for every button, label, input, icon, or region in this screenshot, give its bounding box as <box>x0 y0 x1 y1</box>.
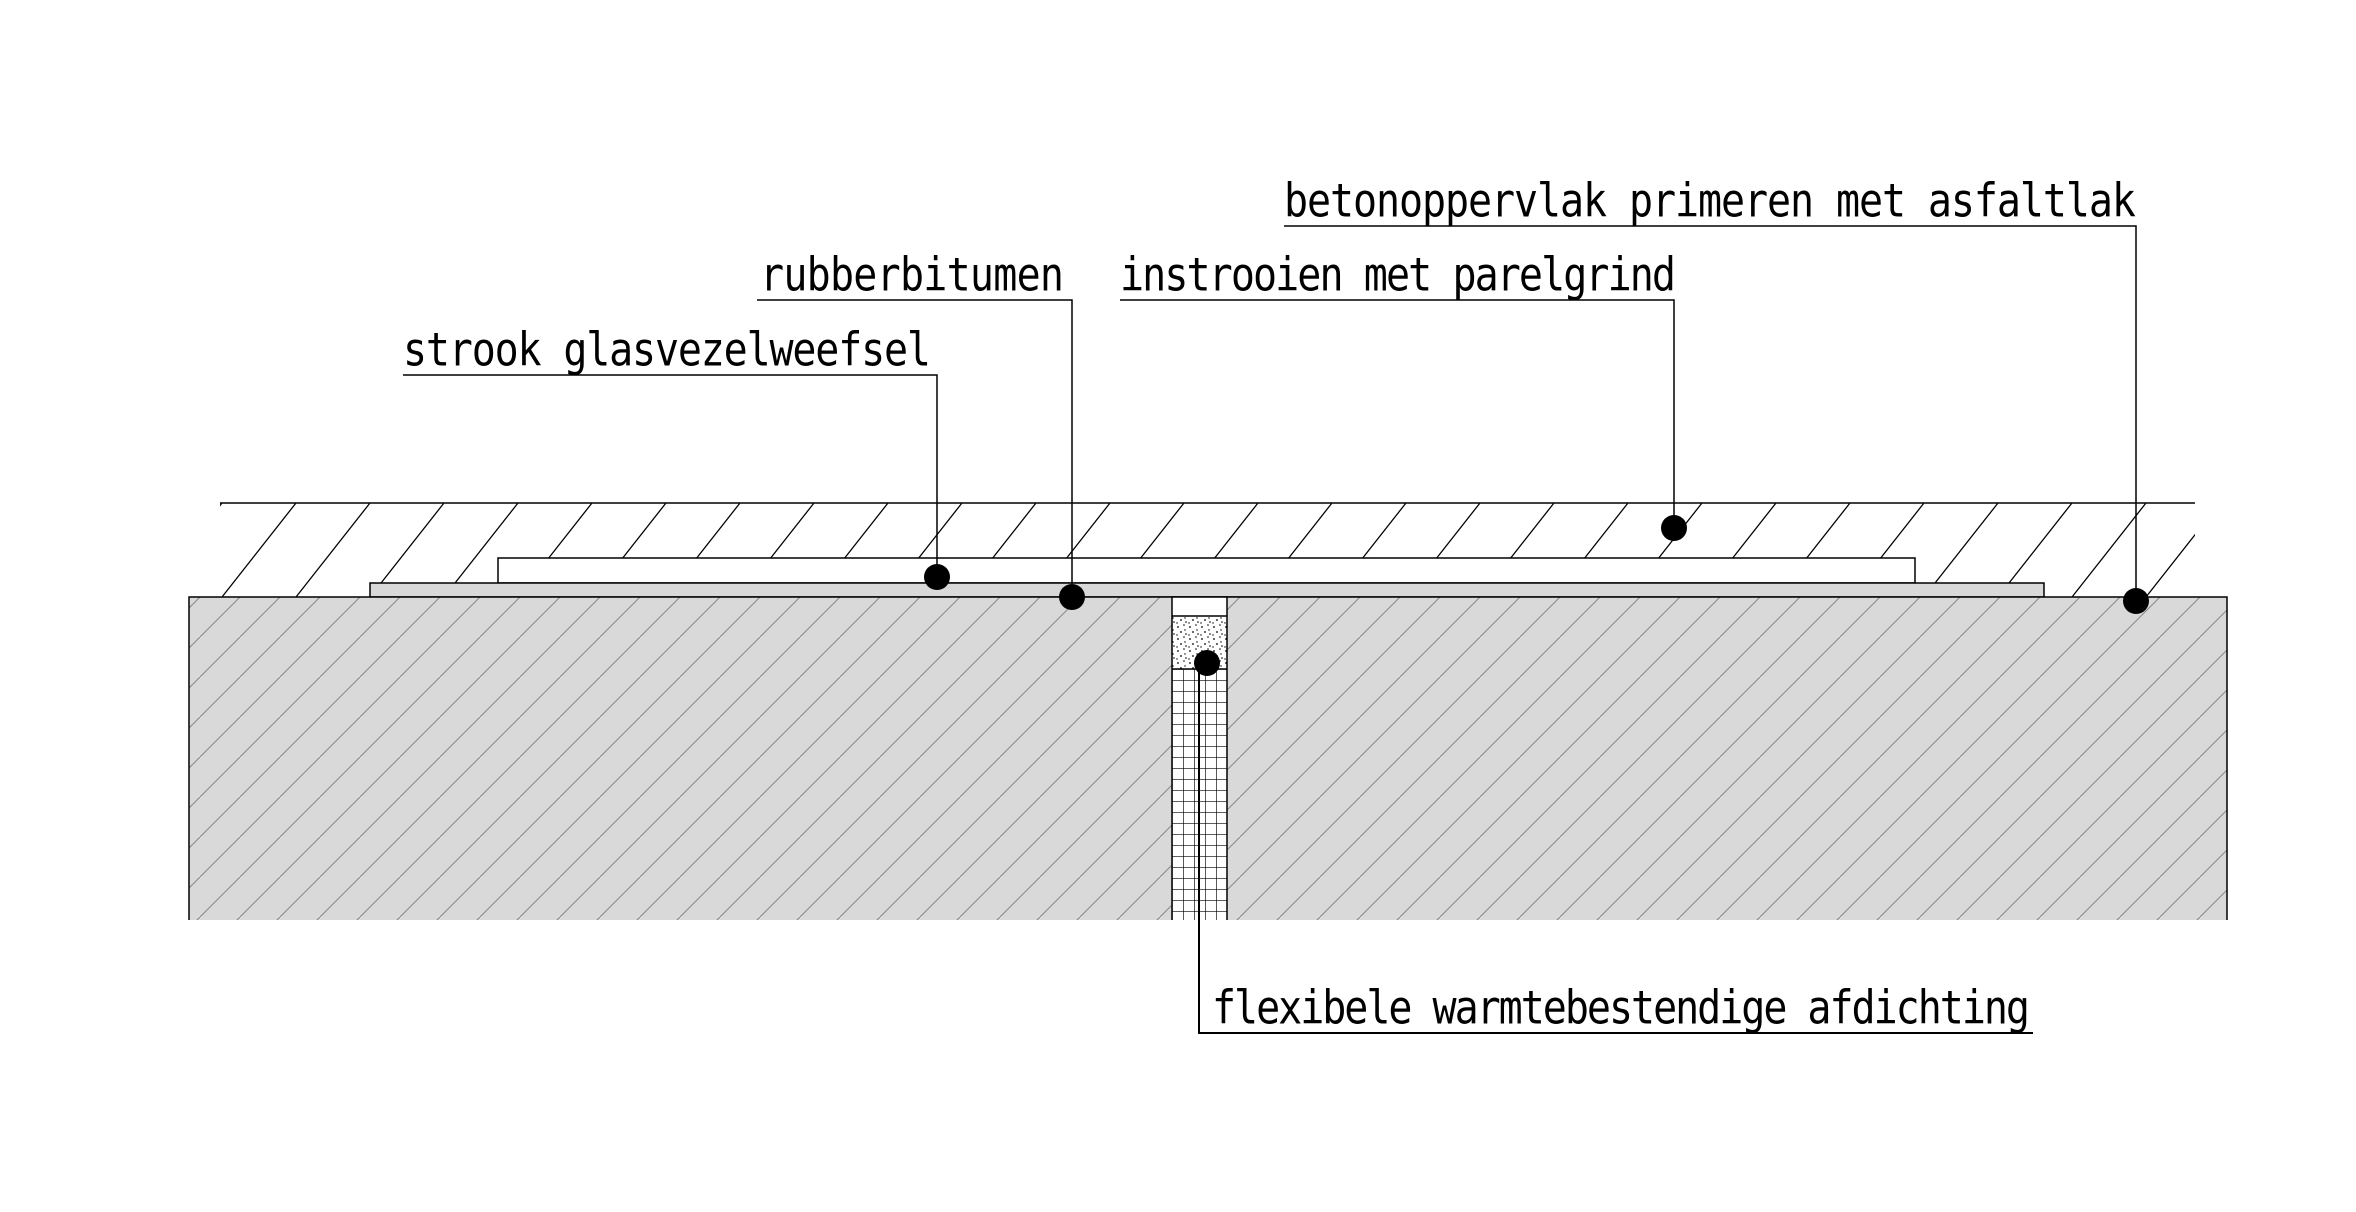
label-fiberglass: strook glasvezelweefsel <box>403 324 931 378</box>
leader-dots <box>924 515 2149 676</box>
leader-fiberglass <box>403 374 938 577</box>
leader-primer <box>1284 225 2137 601</box>
label-rubber: rubberbitumen <box>760 249 1064 303</box>
leader-gravel <box>1120 299 1675 528</box>
label-sealant: flexibele warmtebestendige afdichting <box>1212 982 2030 1036</box>
rubber-bitumen-strip <box>369 582 2045 598</box>
dot-sealant <box>1194 650 1220 676</box>
label-gravel: instrooien met parelgrind <box>1120 249 1676 303</box>
leaders <box>403 225 2137 1034</box>
dot-fiberglass <box>924 564 950 590</box>
leader-rubber <box>757 299 1073 597</box>
label-primer: betonoppervlak primeren met asfaltlak <box>1284 175 2136 229</box>
dot-gravel <box>1661 515 1687 541</box>
leader-sealant <box>1198 660 2033 1034</box>
dot-primer <box>2123 588 2149 614</box>
fiberglass-strip <box>497 557 1916 584</box>
dot-rubber <box>1059 584 1085 610</box>
